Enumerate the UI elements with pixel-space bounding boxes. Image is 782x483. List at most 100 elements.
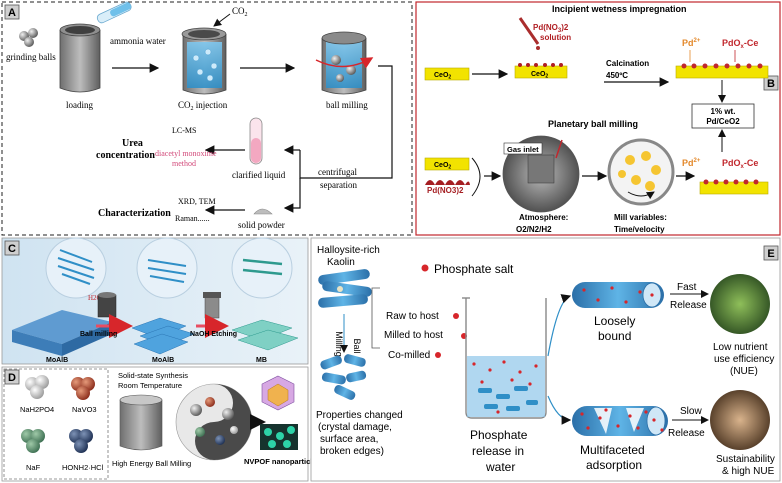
ball-mill-jar-icon-c — [97, 292, 117, 318]
loosely-line1: Loosely — [594, 314, 635, 328]
result-line1: 1% wt. — [711, 107, 736, 116]
result-box — [691, 103, 755, 129]
mill-photo — [502, 135, 580, 213]
bracket — [471, 157, 481, 197]
nah2po4-label: NaH2PO4 — [20, 405, 54, 414]
method-label: method — [172, 159, 196, 168]
magnify-bubble-2 — [136, 237, 198, 299]
moalb-milled-structure-icon — [147, 259, 187, 283]
sus-line2: & high NUE — [722, 466, 775, 477]
magnify-bubble-3 — [231, 237, 293, 299]
release-slow-label: Release — [668, 428, 705, 439]
loading-label: loading — [66, 100, 93, 110]
ceo2-bottom-label: CeO2 — [434, 162, 451, 171]
panel-a: A grinding balls ammonia water loading C… — [1, 1, 413, 236]
raw-to-host-label: Raw to host — [386, 311, 439, 322]
clarified-tube-icon — [249, 117, 263, 165]
low-line2: use efficiency — [714, 354, 774, 365]
props-line3: surface area, — [320, 434, 378, 445]
magnify-bubble-1 — [45, 237, 107, 299]
concentration-label: concentration — [96, 150, 155, 161]
pdno3-bumps — [425, 180, 470, 185]
ceo2-impregnated-bar — [514, 63, 568, 79]
ball-milling-c-label: Ball milling — [80, 331, 117, 338]
temp-label: 450ºC — [606, 71, 628, 80]
lcms-label: LC-MS — [172, 126, 196, 135]
solution-label: solution — [540, 33, 571, 42]
panel-c-letter: C — [8, 243, 16, 255]
arrow-to-multi — [547, 395, 572, 425]
loosely-bound-tube-icon — [572, 282, 664, 308]
pd2-top-label: Pd2+ — [682, 38, 701, 48]
pipette-icon — [518, 17, 540, 50]
atmosphere-value: O2/N2/H2 — [516, 225, 552, 234]
pdno3-solution-label: Pd(NO3)2 — [533, 23, 569, 34]
ceo2-product-bar-bottom — [699, 179, 769, 195]
low-line3: (NUE) — [730, 366, 758, 377]
choices-bracket — [371, 287, 380, 349]
separation-label: separation — [320, 180, 357, 190]
naoh-label: NaOH Etching — [190, 331, 237, 338]
release-line1: Phosphate — [470, 428, 528, 442]
naf-label: NaF — [26, 463, 41, 472]
characterization-label: Characterization — [98, 208, 171, 219]
low-nue-photo — [710, 274, 770, 334]
sustainability-photo — [710, 390, 770, 450]
panel-d-letter: D — [8, 372, 16, 384]
co2-arrow — [213, 13, 231, 27]
halloysite-tubes-icon — [318, 269, 372, 308]
panel-b-letter: B — [767, 78, 775, 90]
ceo2-bar-left — [424, 67, 470, 81]
etching-jar-icon — [203, 292, 221, 319]
comilled-label: Co-milled — [388, 350, 430, 361]
urea-label: Urea — [122, 138, 143, 149]
mb-label: MB — [256, 357, 267, 364]
ceo2-left-label: CeO2 — [434, 72, 451, 81]
result-line2: Pd/CeO2 — [706, 117, 740, 126]
ceo2-bar-bottom — [424, 157, 470, 171]
loosely-line2: bound — [598, 329, 631, 343]
navo3-icon — [71, 377, 95, 400]
h2o-label: H2O — [88, 294, 102, 302]
solid-powder-label: solid powder — [238, 220, 285, 230]
ball-label: Ball — [352, 338, 362, 353]
pdox-bottom-label: PdOx-Ce — [722, 158, 758, 170]
b-title-top: Incipient wetness impregnation — [552, 4, 687, 14]
pd2-bottom-label: Pd2+ — [682, 158, 701, 168]
co2-top-label: CO2 — [232, 6, 248, 18]
multifaceted-tube-icon — [572, 406, 668, 436]
release-fast-label: Release — [670, 300, 707, 311]
multi-line1: Multifaceted — [580, 443, 645, 457]
hebm-label: High Energy Ball Milling — [112, 459, 191, 468]
atmosphere-label: Atmosphere: — [519, 213, 568, 222]
ball-milling-label: ball milling — [326, 100, 368, 110]
connector-right — [299, 65, 393, 179]
solid-powder-icon — [253, 208, 273, 215]
panel-b: B Incipient wetness impregnation Pd(NO3)… — [415, 1, 781, 236]
co2-injection-jar-icon — [181, 27, 227, 95]
ammonia-tube-icon — [96, 1, 132, 24]
comilled-dot — [435, 352, 441, 358]
reactants-box — [3, 368, 109, 480]
gas-inlet-label: Gas inlet — [507, 145, 539, 154]
phosphate-dot-icon — [421, 264, 429, 272]
centrifugal-label: centrifugal — [318, 167, 357, 177]
ceo2-product-bar-top — [675, 63, 769, 79]
nvpof-nanoparticles-icon — [260, 424, 298, 450]
props-line1: Properties changed — [316, 410, 403, 421]
moalb-mid-label: MoAlB — [152, 357, 174, 364]
moalb-structure-icon — [57, 249, 95, 285]
ball-milling-jar-icon — [315, 31, 374, 95]
naf-icon — [21, 429, 45, 453]
moalb-left-label: MoAlB — [46, 357, 68, 364]
panel-d: D NaH2PO4 NaVO3 NaF HONH2·HCl Solid-stat… — [1, 366, 321, 482]
arrow-to-powder — [283, 178, 301, 213]
milled-tubes-icon — [320, 354, 367, 400]
nah2po4-icon — [25, 375, 49, 399]
pdno3-bottom-label: Pd(NO3)2 — [427, 186, 464, 195]
panel-a-letter: A — [8, 7, 16, 19]
navo3-label: NaVO3 — [72, 405, 97, 414]
sus-line1: Sustainability — [716, 454, 775, 465]
props-line2: (crystal damage, — [318, 422, 392, 433]
